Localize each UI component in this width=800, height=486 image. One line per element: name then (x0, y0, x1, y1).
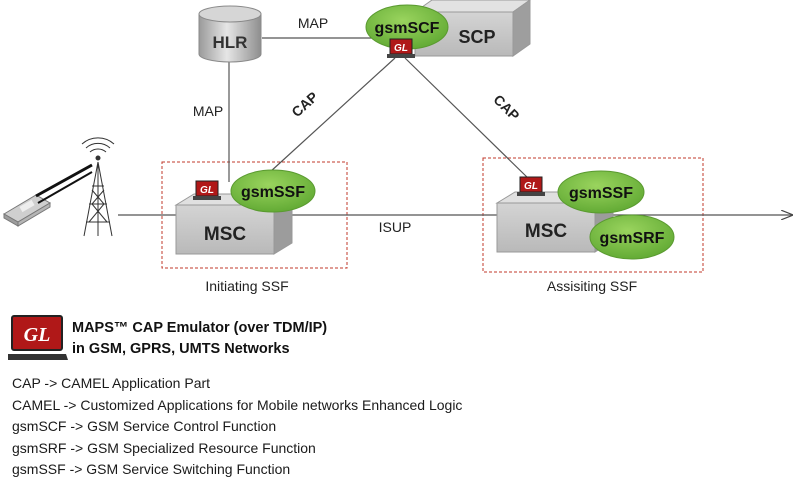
network-diagram: HLR SCP gsmSCF GL MAP MAP CAP CAP ISUP (3, 0, 800, 294)
cell-tower-icon (81, 137, 115, 237)
assisting-ssf-caption: Assisiting SSF (547, 278, 637, 294)
gl-laptop-icon: GL (517, 176, 545, 196)
initiating-ssf-caption: Initiating SSF (205, 278, 288, 294)
cap-right-label: CAP (490, 91, 522, 123)
definition-gsmscf: gsmSCF -> GSM Service Control Function (12, 418, 277, 434)
gl-logo-icon: GL (8, 315, 68, 360)
abbreviation-list: CAP -> CAMEL Application Part CAMEL -> C… (12, 373, 462, 481)
definition-camel: CAMEL -> Customized Applications for Mob… (12, 396, 463, 413)
msc-initiating-label: MSC (204, 224, 247, 245)
svg-text:GL: GL (394, 43, 408, 54)
definition-gsmssf: gsmSSF -> GSM Service Switching Function (12, 461, 291, 477)
gsmssf-assisting-label: gsmSSF (569, 185, 633, 202)
gsmssf-assisting-node: gsmSSF (557, 170, 645, 214)
gsmscf-node: gsmSCF (365, 4, 449, 50)
hlr-label: HLR (213, 33, 248, 52)
map-msc-label: MAP (193, 103, 223, 119)
gl-laptop-icon: GL (193, 180, 221, 200)
hlr-database: HLR (198, 5, 262, 63)
cap-left-label: CAP (288, 88, 321, 120)
svg-text:GL: GL (524, 181, 538, 192)
gsmscf-label: gsmSCF (375, 20, 440, 37)
product-title-line2: in GSM, GPRS, UMTS Networks (72, 341, 290, 357)
scp-label: SCP (458, 27, 495, 47)
gsmssf-initiating-label: gsmSSF (241, 184, 305, 201)
definition-gsmsrf: gsmSRF -> GSM Specialized Resource Funct… (12, 439, 316, 456)
cap-left-link (269, 57, 396, 173)
map-scp-label: MAP (298, 15, 328, 31)
msc-assisting-label: MSC (525, 221, 568, 242)
svg-text:GL: GL (24, 324, 51, 346)
isup-label: ISUP (379, 219, 412, 235)
definition-cap: CAP -> CAMEL Application Part (12, 375, 211, 391)
gsmssf-initiating-node: gsmSSF (230, 169, 316, 213)
product-title: MAPS™ CAP Emulator (over TDM/IP) in GSM,… (72, 318, 327, 360)
mobile-phone-icon (3, 163, 93, 227)
cap-right-link (404, 57, 531, 181)
gl-laptop-icon: GL (387, 38, 415, 58)
svg-text:GL: GL (200, 185, 214, 196)
gsmsrf-node: gsmSRF (589, 214, 675, 260)
product-title-line1: MAPS™ CAP Emulator (over TDM/IP) (72, 320, 328, 336)
product-brand: GL MAPS™ CAP Emulator (over TDM/IP) in G… (8, 312, 568, 364)
gsmsrf-label: gsmSRF (600, 230, 665, 247)
